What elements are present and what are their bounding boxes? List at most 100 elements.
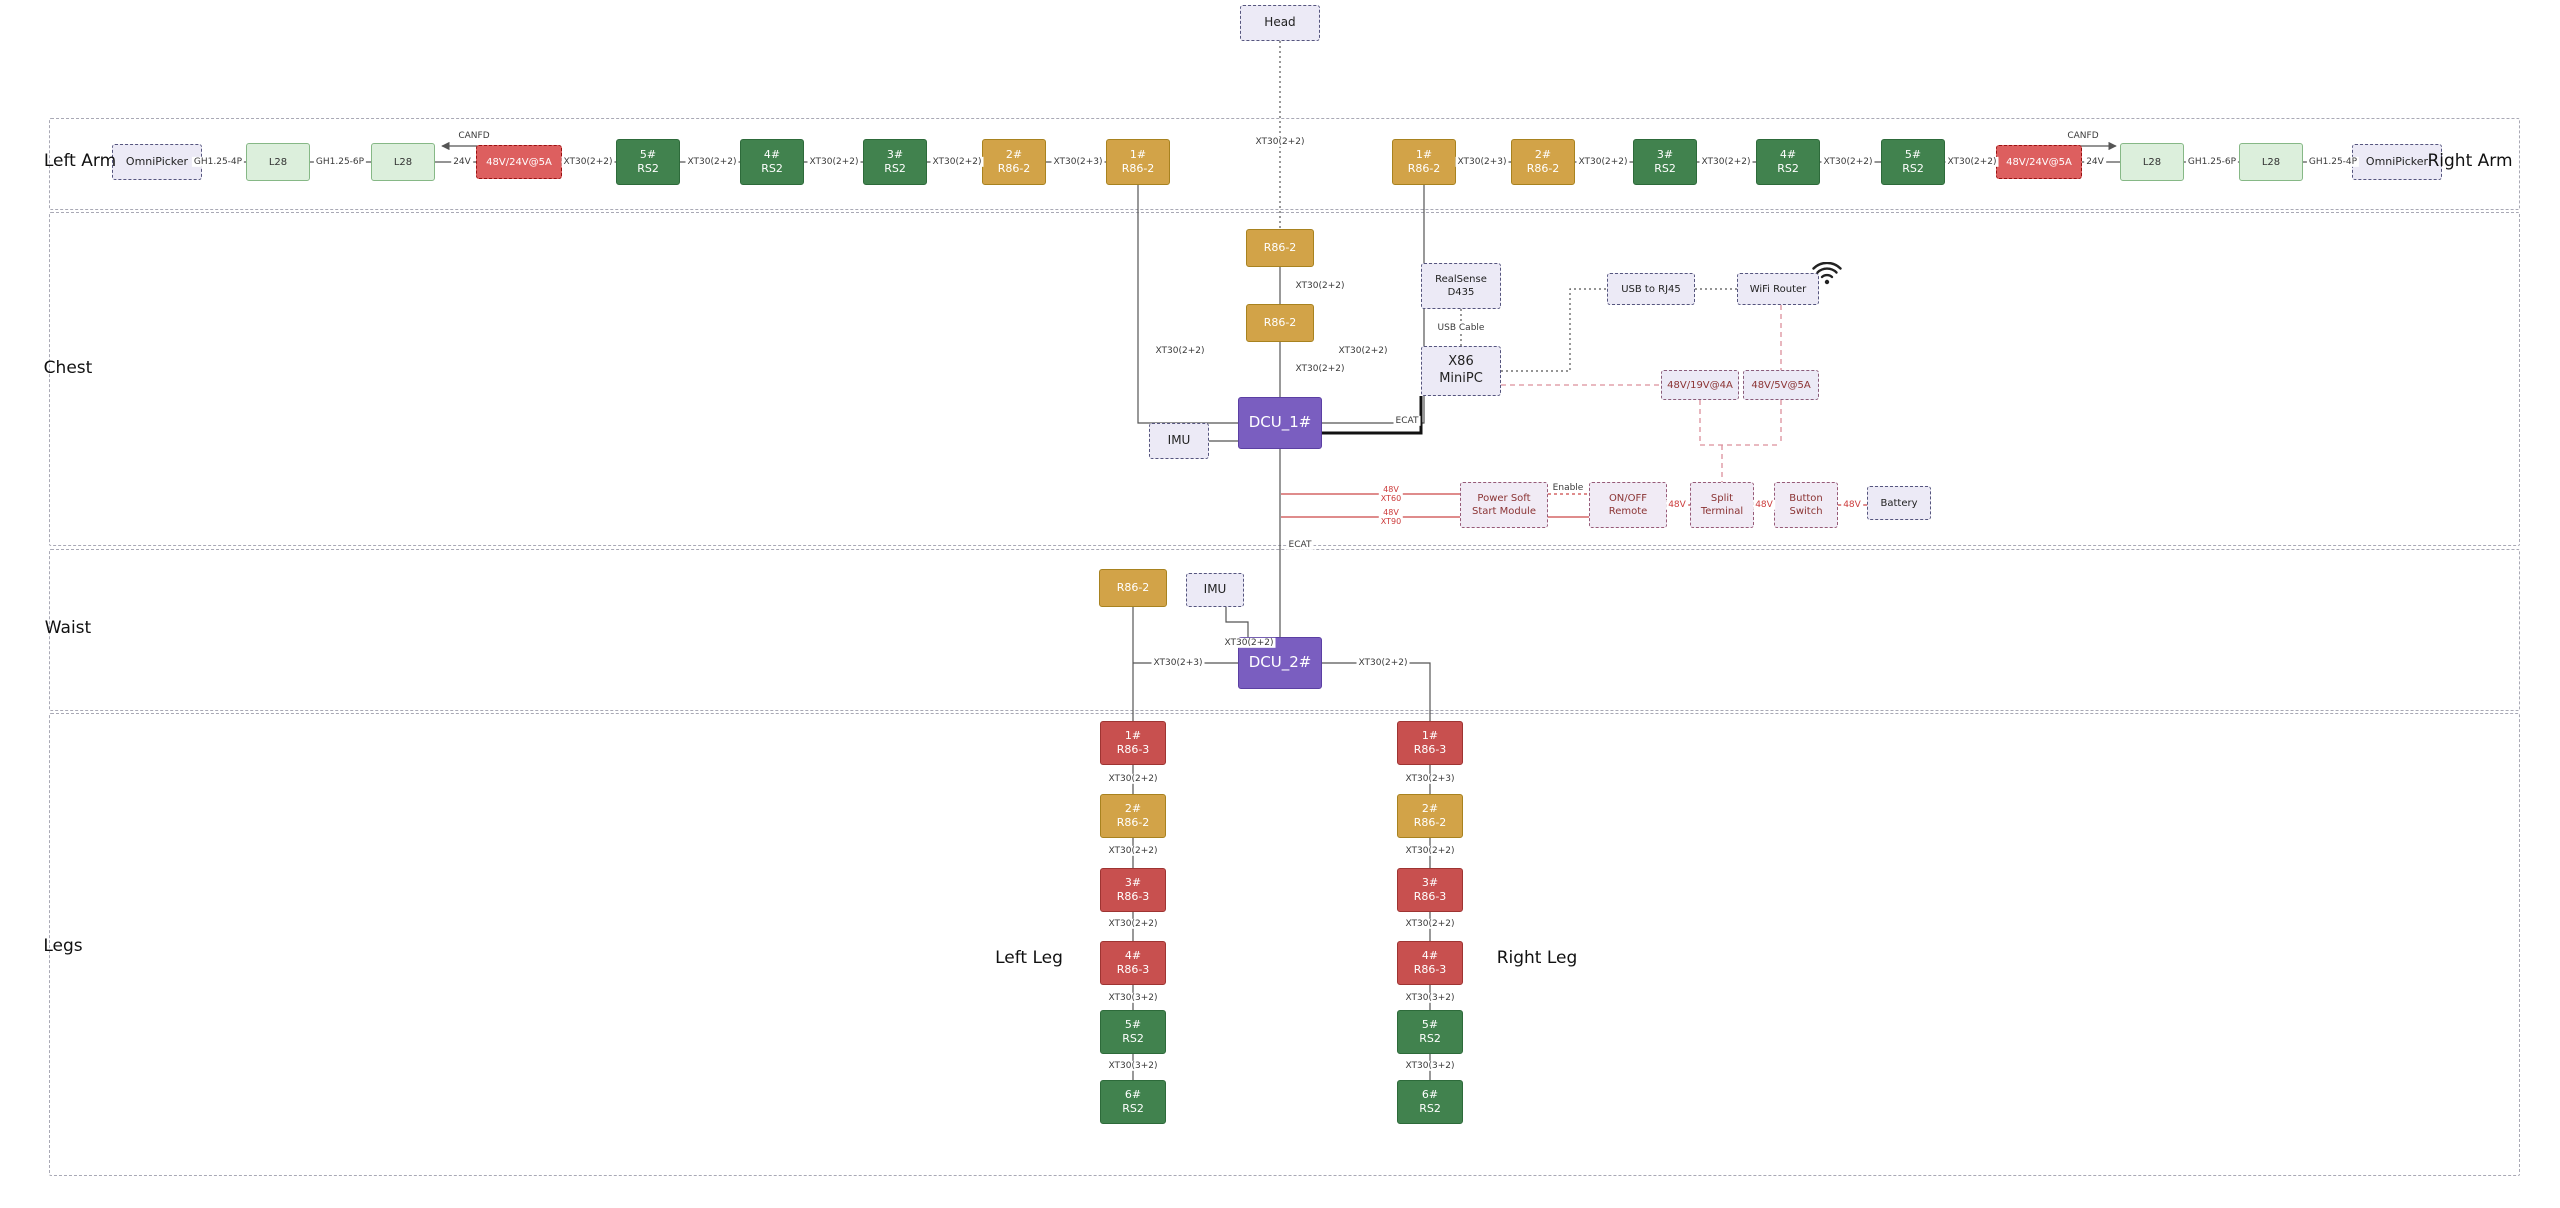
left-arm-to-dcu1: [1137, 185, 1238, 424]
left-leg-motor-5: 5#RS2: [1100, 1010, 1166, 1054]
battery: Battery: [1867, 486, 1931, 520]
power-soft-start-module-label: Start Module: [1472, 506, 1536, 517]
converter-5v-label: 48V/5V@5A: [1751, 379, 1811, 391]
left-omnipicker-label: OmniPicker: [125, 154, 189, 168]
dcu-1: DCU_1#: [1238, 397, 1322, 449]
connector-label: 24V: [451, 156, 473, 168]
x86-minipc-label: X86: [1448, 354, 1474, 370]
right-l28-inner: L28: [2120, 143, 2184, 181]
button-switch-label: Button: [1789, 493, 1823, 504]
connector-label: XT30(2+2): [1945, 156, 1999, 168]
right-arm-motor-5-label: 5#: [1904, 147, 1922, 161]
left-arm-psu: 48V/24V@5A: [476, 145, 562, 179]
connector-label: GH1.25-4P: [191, 156, 245, 168]
connector-label: XT30(2+2): [1821, 156, 1875, 168]
connector-label: XT30(2+2): [1576, 156, 1630, 168]
section-waist: [49, 549, 2520, 711]
chest-motor-mid-label: R86-2: [1263, 315, 1297, 329]
connector-label: XT30(2+2): [1106, 773, 1160, 785]
connector-label: XT30(2+2): [1699, 156, 1753, 168]
onoff-remote-label: ON/OFF: [1608, 493, 1648, 504]
connector-label: XT30(2+2): [1356, 657, 1410, 669]
usb-to-rj45: USB to RJ45: [1607, 273, 1695, 305]
left-leg-motor-4-label: 4#: [1124, 948, 1142, 962]
right-arm-to-dcu1: [1322, 185, 1425, 424]
right-leg-motor-5: 5#RS2: [1397, 1010, 1463, 1054]
imu-chest: IMU: [1149, 423, 1209, 459]
left-leg-motor-2: 2#R86-2: [1100, 794, 1166, 838]
right-leg-motor-3-label: 3#: [1421, 875, 1439, 889]
connector-label: XT30(2+2): [1403, 845, 1457, 857]
right-arm-motor-5: 5#RS2: [1881, 139, 1945, 185]
left-arm-motor-4-label: 4#: [763, 147, 781, 161]
left-leg-motor-2-label: R86-2: [1116, 816, 1150, 829]
imu-waist: IMU: [1186, 573, 1244, 607]
connector-label: XT30(3+2): [1106, 992, 1160, 1004]
head-box-label: Head: [1264, 15, 1296, 30]
connector-label: XT30(2+2): [1293, 363, 1347, 375]
ecat-label: ECAT: [1393, 415, 1421, 427]
right-leg-motor-2-label: 2#: [1421, 801, 1439, 815]
left-arm-motor-1-label: 1#: [1129, 147, 1147, 161]
connector-label: GH1.25-6P: [2185, 156, 2239, 168]
left-leg-motor-3-label: R86-3: [1116, 890, 1150, 903]
power-48v-label: 48V: [1841, 499, 1863, 511]
converter-19v-label: 48V/19V@4A: [1667, 379, 1733, 391]
chest-motor-top: R86-2: [1246, 229, 1314, 267]
connector-label: XT30(2+3): [1455, 156, 1509, 168]
connector-label: XT30(3+2): [1106, 1060, 1160, 1072]
connector-label: XT30(2+2): [1222, 637, 1276, 649]
connector-label: GH1.25-6P: [313, 156, 367, 168]
right-leg-motor-3-label: R86-3: [1413, 890, 1447, 903]
usb-cable-label: USB Cable: [1435, 322, 1487, 334]
right-l28-outer: L28: [2239, 143, 2303, 181]
right-leg-motor-2: 2#R86-2: [1397, 794, 1463, 838]
right-leg-motor-3: 3#R86-3: [1397, 868, 1463, 912]
section-label-left-arm: Left Arm: [43, 151, 117, 172]
left-leg-motor-6: 6#RS2: [1100, 1080, 1166, 1124]
wifi-router-label: WiFi Router: [1749, 283, 1807, 295]
connector-label: XT30(3+2): [1403, 992, 1457, 1004]
right-arm-psu-label: 48V/24V@5A: [2006, 156, 2072, 168]
wifi-icon: [1812, 262, 1842, 285]
connector-label: XT30(2+2): [1106, 918, 1160, 930]
right-arm-motor-1: 1#R86-2: [1392, 139, 1456, 185]
left-arm-motor-5-label: RS2: [637, 162, 659, 175]
dcu-2: DCU_2#: [1238, 637, 1322, 689]
power-xt60-label-line: 48V: [1383, 484, 1399, 494]
left-omnipicker: OmniPicker: [112, 144, 202, 180]
right-leg-motor-5-label: 5#: [1421, 1017, 1439, 1031]
right-arm-motor-1-label: 1#: [1415, 147, 1433, 161]
converter-19v: 48V/19V@4A: [1661, 370, 1739, 400]
converter-5v: 48V/5V@5A: [1743, 370, 1819, 400]
connector-label: XT30(2+3): [1151, 657, 1205, 669]
realsense-camera-label: D435: [1447, 287, 1475, 298]
canfd-label: CANFD: [456, 130, 492, 142]
left-arm-motor-4-label: RS2: [761, 162, 783, 175]
right-arm-motor-3-label: RS2: [1654, 162, 1676, 175]
waist-motor-label: R86-2: [1116, 580, 1150, 594]
connector-label: 24V: [2084, 156, 2106, 168]
connector-label: XT30(2+3): [1051, 156, 1105, 168]
right-leg-motor-4-label: 4#: [1421, 948, 1439, 962]
left-leg-motor-6-label: 6#: [1124, 1087, 1142, 1101]
split-terminal-label: Split: [1710, 493, 1734, 504]
left-arm-motor-3-label: 3#: [886, 147, 904, 161]
section-label-waist: Waist: [44, 618, 92, 639]
left-arm-motor-4: 4#RS2: [740, 139, 804, 185]
realsense-camera-label: RealSense: [1435, 274, 1487, 285]
left-leg-label: Left Leg: [995, 948, 1063, 969]
imu-waist-label: IMU: [1203, 582, 1227, 597]
right-arm-motor-4: 4#RS2: [1756, 139, 1820, 185]
left-l28-inner-label: L28: [393, 156, 413, 168]
connector-label: XT30(2+2): [1253, 136, 1307, 148]
right-arm-motor-4-label: 4#: [1779, 147, 1797, 161]
left-leg-motor-3: 3#R86-3: [1100, 868, 1166, 912]
connector-label: XT30(2+2): [1106, 845, 1160, 857]
connector-label: XT30(2+2): [1403, 918, 1457, 930]
